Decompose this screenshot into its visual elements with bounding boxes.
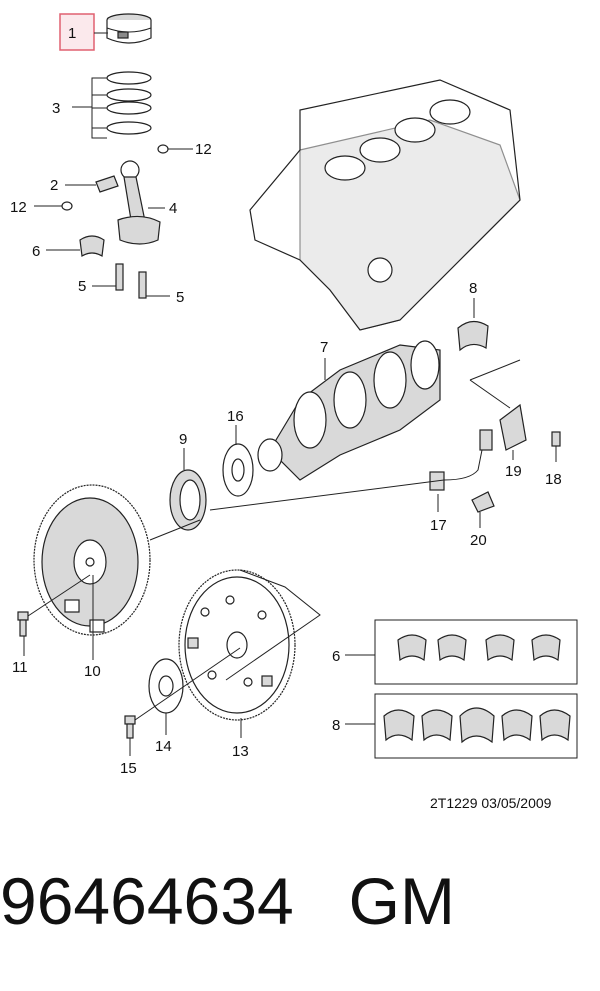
piston-pin[interactable] <box>95 175 119 193</box>
rod-bearing-set[interactable] <box>397 634 561 662</box>
part-number: 96464634 <box>0 864 294 938</box>
callout-5-left: 5 <box>78 278 86 295</box>
callout-17: 17 <box>430 517 447 534</box>
flexplate-bolt[interactable] <box>124 715 136 739</box>
callout-7: 7 <box>320 339 328 356</box>
callout-8-top: 8 <box>469 280 477 297</box>
reluctor-ring[interactable] <box>222 443 254 497</box>
rear-oil-seal[interactable] <box>169 469 207 531</box>
callout-20: 20 <box>470 532 487 549</box>
flywheel-bolt[interactable] <box>17 611 29 637</box>
sensor-bolt[interactable] <box>551 431 561 462</box>
piston[interactable] <box>106 13 152 44</box>
callout-6-top: 6 <box>32 243 40 260</box>
callout-2: 2 <box>50 177 58 194</box>
flexplate-adapter[interactable] <box>148 658 184 714</box>
callout-12-right: 12 <box>195 141 212 158</box>
callout-18: 18 <box>545 471 562 488</box>
callout-5-right: 5 <box>176 289 184 306</box>
brand-name: GM <box>348 864 455 938</box>
callout-11: 11 <box>12 659 28 676</box>
main-bearing-shell[interactable] <box>457 320 489 352</box>
callout-4: 4 <box>169 200 177 217</box>
engine-parts-diagram: 1 3 12 2 12 4 6 5 5 8 7 16 9 19 18 17 20… <box>10 13 578 777</box>
main-bearing-set-box <box>374 693 578 759</box>
connecting-rod[interactable] <box>117 160 161 245</box>
callout-1: 1 <box>68 25 76 42</box>
callout-12-left: 12 <box>10 199 27 216</box>
flexplate[interactable] <box>178 569 296 721</box>
main-bearing-set[interactable] <box>383 707 571 744</box>
part-number-line: 96464634 GM <box>0 868 600 934</box>
rod-bearing-shells[interactable] <box>79 235 105 257</box>
sensor-bracket[interactable] <box>499 403 527 451</box>
callout-3: 3 <box>52 100 60 117</box>
callout-13: 13 <box>232 743 249 760</box>
callout-9: 9 <box>179 431 187 448</box>
rod-bolt[interactable] <box>115 263 147 299</box>
highlight-box-part-1 <box>59 13 95 51</box>
callout-19: 19 <box>505 463 522 480</box>
rod-bearing-set-box <box>374 619 578 685</box>
engine-block <box>249 79 521 331</box>
piston-rings[interactable] <box>106 71 152 135</box>
diagram-reference: 2T1229 03/05/2009 <box>430 795 552 811</box>
sensor-clip[interactable] <box>471 491 495 513</box>
flywheel[interactable] <box>33 484 151 636</box>
callout-8-box: 8 <box>332 717 340 734</box>
callout-6-box: 6 <box>332 648 340 665</box>
callout-16: 16 <box>227 408 244 425</box>
callout-10: 10 <box>84 663 101 680</box>
crankshaft[interactable] <box>257 340 441 481</box>
callout-14: 14 <box>155 738 172 755</box>
callout-15: 15 <box>120 760 137 777</box>
